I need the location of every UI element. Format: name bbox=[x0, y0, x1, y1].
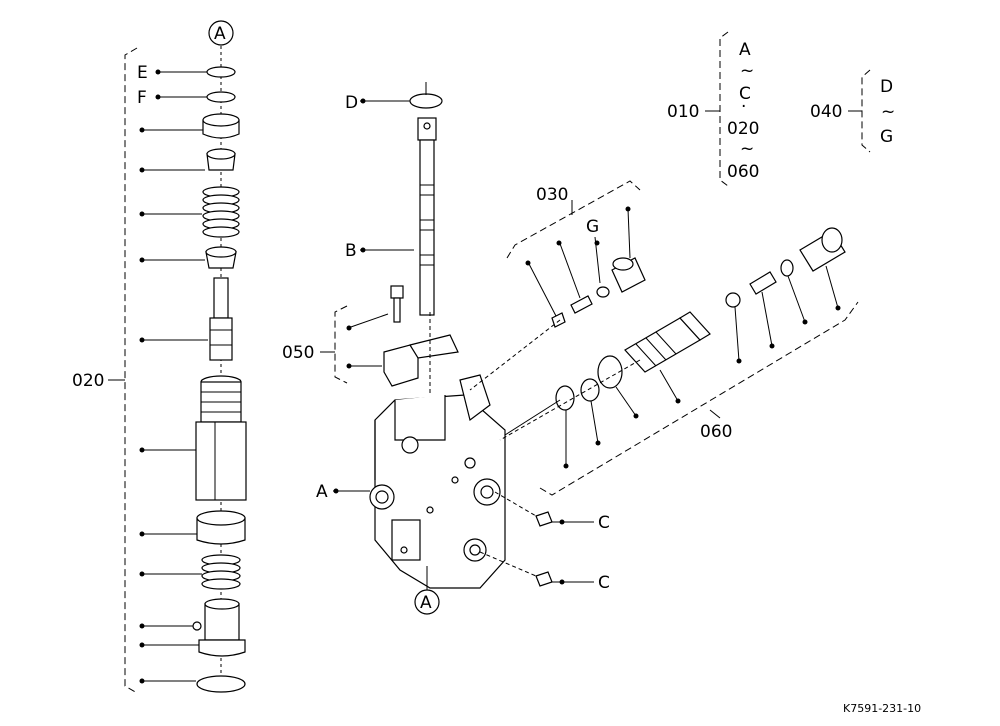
legend-020: 020 bbox=[727, 119, 759, 139]
valve-body-icon bbox=[369, 312, 506, 589]
callout-b: B bbox=[345, 241, 357, 261]
callout-a-left: A bbox=[316, 482, 328, 502]
circle-a-top bbox=[208, 20, 234, 46]
relief-plug-icon bbox=[611, 257, 646, 293]
group-label-030: 030 bbox=[536, 185, 568, 205]
reference-code: K7591-231-10 bbox=[843, 702, 921, 715]
group-label-060: 060 bbox=[700, 422, 732, 442]
valve-body-group: D B 050 bbox=[282, 82, 610, 615]
bracket-plate-icon bbox=[383, 344, 419, 387]
plug-c-lower-icon bbox=[535, 571, 553, 587]
legend-tilde-2: ~ bbox=[740, 139, 754, 159]
snap-ring-icon bbox=[196, 675, 246, 693]
spring-060-icon bbox=[749, 271, 777, 295]
legend-a: A bbox=[739, 40, 751, 60]
cartridge-icon bbox=[624, 311, 711, 373]
ball-icon bbox=[192, 621, 202, 631]
bracket-040 bbox=[861, 69, 871, 153]
legend-label-010: 010 bbox=[667, 102, 699, 122]
sleeve-icon bbox=[198, 598, 246, 657]
bracket-020 bbox=[124, 47, 138, 694]
bracket-060 bbox=[539, 301, 859, 496]
assembly-060: 060 bbox=[499, 227, 859, 496]
spring-lower-icon bbox=[201, 554, 241, 590]
legend-g: G bbox=[880, 127, 893, 147]
bracket-030 bbox=[506, 180, 641, 259]
legend-060: 060 bbox=[727, 162, 759, 182]
seal-d-icon bbox=[409, 93, 443, 109]
callout-d: D bbox=[345, 93, 358, 113]
callout-c-lower: C bbox=[598, 573, 610, 593]
callout-a-bottom: A bbox=[420, 593, 432, 613]
oring-e-icon bbox=[206, 66, 236, 78]
spring-030-icon bbox=[570, 295, 593, 314]
plug-c-upper-icon bbox=[535, 511, 553, 527]
circle-a-bottom bbox=[414, 589, 440, 615]
oring-060-small-icon bbox=[780, 259, 794, 277]
legend-c: C bbox=[739, 84, 751, 104]
ring-060-icon bbox=[555, 385, 575, 411]
callout-c-upper: C bbox=[598, 513, 610, 533]
cylinder-icon bbox=[195, 375, 247, 501]
group-label-020: 020 bbox=[72, 371, 104, 391]
plug-060-icon bbox=[799, 227, 846, 272]
legend-040: 040 D ~ G bbox=[810, 69, 895, 153]
legend-label-040: 040 bbox=[810, 102, 842, 122]
callout-f: F bbox=[137, 88, 147, 108]
assembly-030: 030 G bbox=[469, 180, 646, 391]
spool-b-icon bbox=[417, 117, 437, 316]
legend-010: 010 A ~ C · 020 ~ 060 bbox=[667, 31, 759, 187]
callout-e: E bbox=[137, 63, 148, 83]
callout-a-top: A bbox=[214, 24, 226, 44]
callout-g: G bbox=[586, 217, 599, 237]
oring-060-large-icon bbox=[597, 355, 623, 389]
poppet-030-icon bbox=[551, 312, 566, 328]
group-label-050: 050 bbox=[282, 343, 314, 363]
spring-upper-icon bbox=[202, 186, 240, 238]
oring-g-icon bbox=[596, 286, 610, 298]
ring-f-icon bbox=[206, 91, 236, 103]
assembly-020: 020 A E F bbox=[72, 20, 247, 694]
stem-icon bbox=[209, 277, 233, 361]
bracket-050 bbox=[334, 305, 348, 384]
legend-tilde-3: ~ bbox=[881, 102, 895, 122]
ball-060-icon bbox=[725, 292, 741, 308]
legend-tilde-1: ~ bbox=[740, 61, 754, 81]
legend-dot: · bbox=[741, 97, 746, 117]
legend-d: D bbox=[880, 77, 893, 97]
bolt-icon bbox=[390, 285, 404, 323]
bracket-010 bbox=[719, 31, 729, 187]
oring-060-mid-icon bbox=[580, 378, 600, 402]
